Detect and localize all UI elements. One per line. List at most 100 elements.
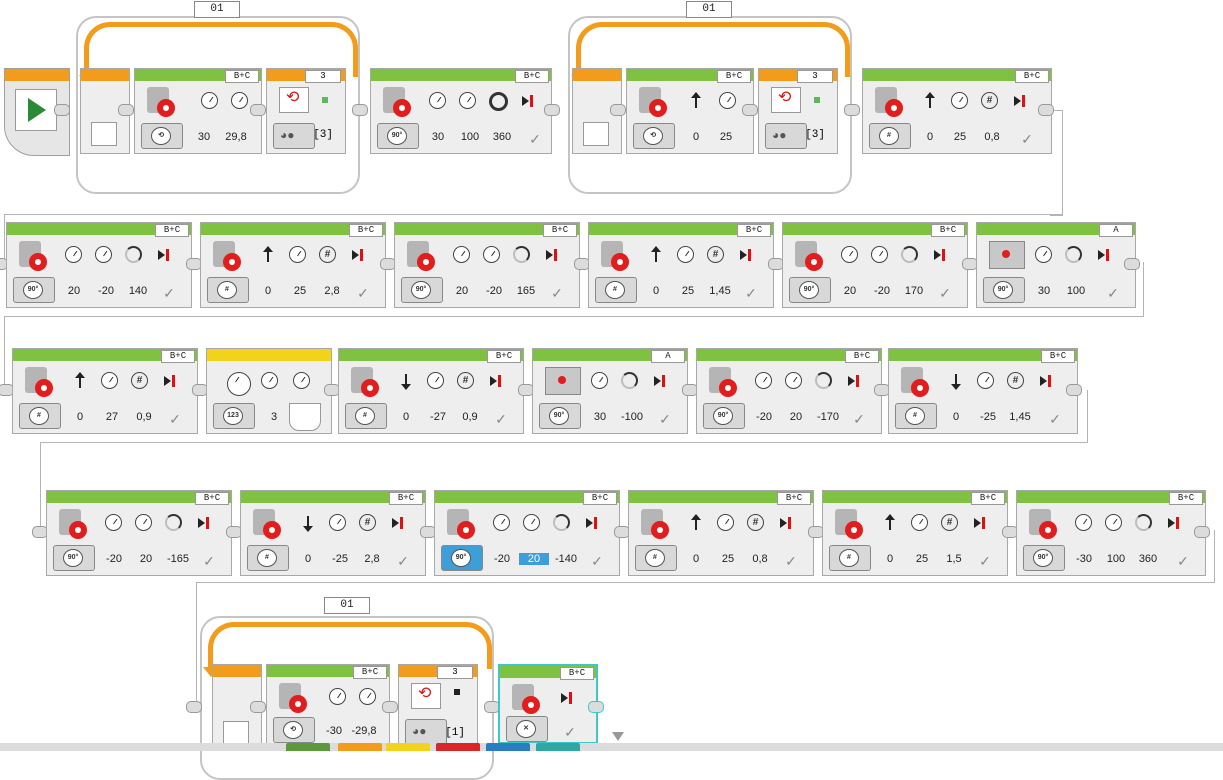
mode-selector[interactable]: 90° bbox=[377, 123, 419, 149]
port-selector[interactable]: B+C bbox=[389, 492, 423, 505]
brake-check-icon[interactable]: ✓ bbox=[551, 285, 563, 301]
port-selector[interactable]: B+C bbox=[560, 667, 594, 680]
sequence-connector[interactable] bbox=[588, 701, 604, 713]
move-tank-block[interactable]: B+C ⟲ -30 -29,8 bbox=[266, 664, 390, 744]
degrees-value[interactable]: -140 bbox=[554, 553, 578, 565]
power-value[interactable]: 25 bbox=[953, 131, 967, 143]
degrees-value[interactable]: -100 bbox=[620, 411, 644, 423]
loop-count-value[interactable]: [1] bbox=[445, 727, 465, 739]
sequence-connector[interactable] bbox=[1194, 526, 1210, 538]
power-value[interactable]: 25 bbox=[915, 553, 929, 565]
power-left-value[interactable]: 30 bbox=[197, 131, 211, 143]
port-selector[interactable]: A bbox=[651, 350, 685, 363]
mode-selector[interactable]: # bbox=[829, 545, 871, 571]
loop-count-label[interactable]: 3 bbox=[305, 70, 341, 83]
steering-value[interactable]: 0 bbox=[926, 131, 934, 143]
degrees-value[interactable]: 360 bbox=[492, 131, 512, 143]
port-selector[interactable]: A bbox=[1099, 224, 1133, 237]
mode-selector[interactable]: ⟲ bbox=[141, 123, 183, 149]
sequence-connector[interactable] bbox=[1124, 258, 1140, 270]
move-tank-off-block[interactable]: B+C ✕ ✓ bbox=[498, 664, 598, 744]
loop-end[interactable]: 3 [3] bbox=[266, 68, 346, 154]
loop-count-label[interactable]: 3 bbox=[437, 666, 473, 679]
scroll-down-icon[interactable] bbox=[612, 732, 624, 741]
brake-check-icon[interactable]: ✓ bbox=[203, 553, 215, 569]
port-selector[interactable]: B+C bbox=[515, 70, 549, 83]
sequence-connector[interactable] bbox=[250, 701, 266, 713]
brake-check-icon[interactable]: ✓ bbox=[1177, 553, 1189, 569]
loop-end[interactable]: 3 [3] bbox=[758, 68, 838, 154]
degrees-value[interactable]: 170 bbox=[904, 285, 924, 297]
power-value[interactable]: -25 bbox=[980, 411, 996, 423]
degrees-value[interactable]: -165 bbox=[166, 553, 190, 565]
power-left-value[interactable]: -30 bbox=[326, 725, 342, 737]
power-left-value[interactable]: 20 bbox=[455, 285, 469, 297]
brake-check-icon[interactable]: ✓ bbox=[564, 724, 576, 740]
play-icon[interactable] bbox=[15, 89, 57, 131]
brake-check-icon[interactable]: ✓ bbox=[529, 131, 541, 147]
mode-selector[interactable]: # bbox=[635, 545, 677, 571]
brake-check-icon[interactable]: ✓ bbox=[169, 411, 181, 427]
port-selector[interactable]: B+C bbox=[1041, 350, 1075, 363]
brake-check-icon[interactable]: ✓ bbox=[1107, 285, 1119, 301]
steering-value[interactable]: 0 bbox=[652, 285, 660, 297]
power-value[interactable]: -25 bbox=[332, 553, 348, 565]
brake-check-icon[interactable]: ✓ bbox=[979, 553, 991, 569]
sequence-connector[interactable] bbox=[250, 104, 266, 116]
port-selector[interactable]: B+C bbox=[1015, 70, 1049, 83]
mode-selector[interactable]: ⟲ bbox=[633, 123, 675, 149]
port-selector[interactable]: B+C bbox=[349, 224, 383, 237]
degrees-value[interactable]: 360 bbox=[1138, 553, 1158, 565]
mode-selector[interactable]: ⟲ bbox=[273, 717, 315, 743]
brake-check-icon[interactable]: ✓ bbox=[785, 553, 797, 569]
port-selector[interactable]: B+C bbox=[717, 70, 751, 83]
brake-check-icon[interactable]: ✓ bbox=[1049, 411, 1061, 427]
power-right-value[interactable]: -20 bbox=[98, 285, 114, 297]
seconds-value[interactable]: 3 bbox=[270, 411, 278, 423]
power-value[interactable]: 25 bbox=[293, 285, 307, 297]
palette-tab-data[interactable] bbox=[436, 743, 480, 751]
loop-start[interactable] bbox=[80, 68, 130, 154]
palette-tab-sensor[interactable] bbox=[386, 743, 430, 751]
port-selector[interactable]: B+C bbox=[353, 666, 387, 679]
mode-selector[interactable]: 90° bbox=[53, 545, 95, 571]
rotations-value[interactable]: 0,8 bbox=[752, 553, 768, 565]
brake-check-icon[interactable]: ✓ bbox=[745, 285, 757, 301]
steering-value[interactable]: 0 bbox=[402, 411, 410, 423]
power-left-value[interactable]: -20 bbox=[494, 553, 510, 565]
mode-selector[interactable]: ✕ bbox=[506, 716, 548, 742]
power-right-value[interactable]: -29,8 bbox=[351, 725, 377, 737]
brake-check-icon[interactable]: ✓ bbox=[853, 411, 865, 427]
brake-check-icon[interactable]: ✓ bbox=[163, 285, 175, 301]
port-selector[interactable]: B+C bbox=[1169, 492, 1203, 505]
power-right-value[interactable]: 100 bbox=[460, 131, 480, 143]
brake-check-icon[interactable]: ✓ bbox=[495, 411, 507, 427]
loop-name-label[interactable]: 01 bbox=[194, 1, 240, 18]
rotations-value[interactable]: 1,5 bbox=[946, 553, 962, 565]
port-selector[interactable]: B+C bbox=[487, 350, 521, 363]
power-value[interactable]: 30 bbox=[593, 411, 607, 423]
sequence-connector[interactable] bbox=[186, 701, 202, 713]
mode-selector[interactable]: # bbox=[247, 545, 289, 571]
port-selector[interactable]: B+C bbox=[777, 492, 811, 505]
power-left-value[interactable]: -20 bbox=[106, 553, 122, 565]
rotations-value[interactable]: 0,9 bbox=[136, 411, 152, 423]
port-selector[interactable]: B+C bbox=[161, 350, 195, 363]
rotations-value[interactable]: 2,8 bbox=[364, 553, 380, 565]
move-steering-block[interactable]: B+C ⟲ 0 25 bbox=[626, 68, 754, 154]
mode-selector[interactable]: 90° bbox=[789, 277, 831, 303]
loop-end[interactable]: 3 [1] bbox=[398, 664, 478, 746]
loop-count-value[interactable]: [3] bbox=[805, 129, 825, 141]
sequence-connector[interactable] bbox=[382, 701, 398, 713]
loop-name-label[interactable]: 01 bbox=[324, 597, 370, 614]
mode-selector[interactable]: # bbox=[869, 123, 911, 149]
